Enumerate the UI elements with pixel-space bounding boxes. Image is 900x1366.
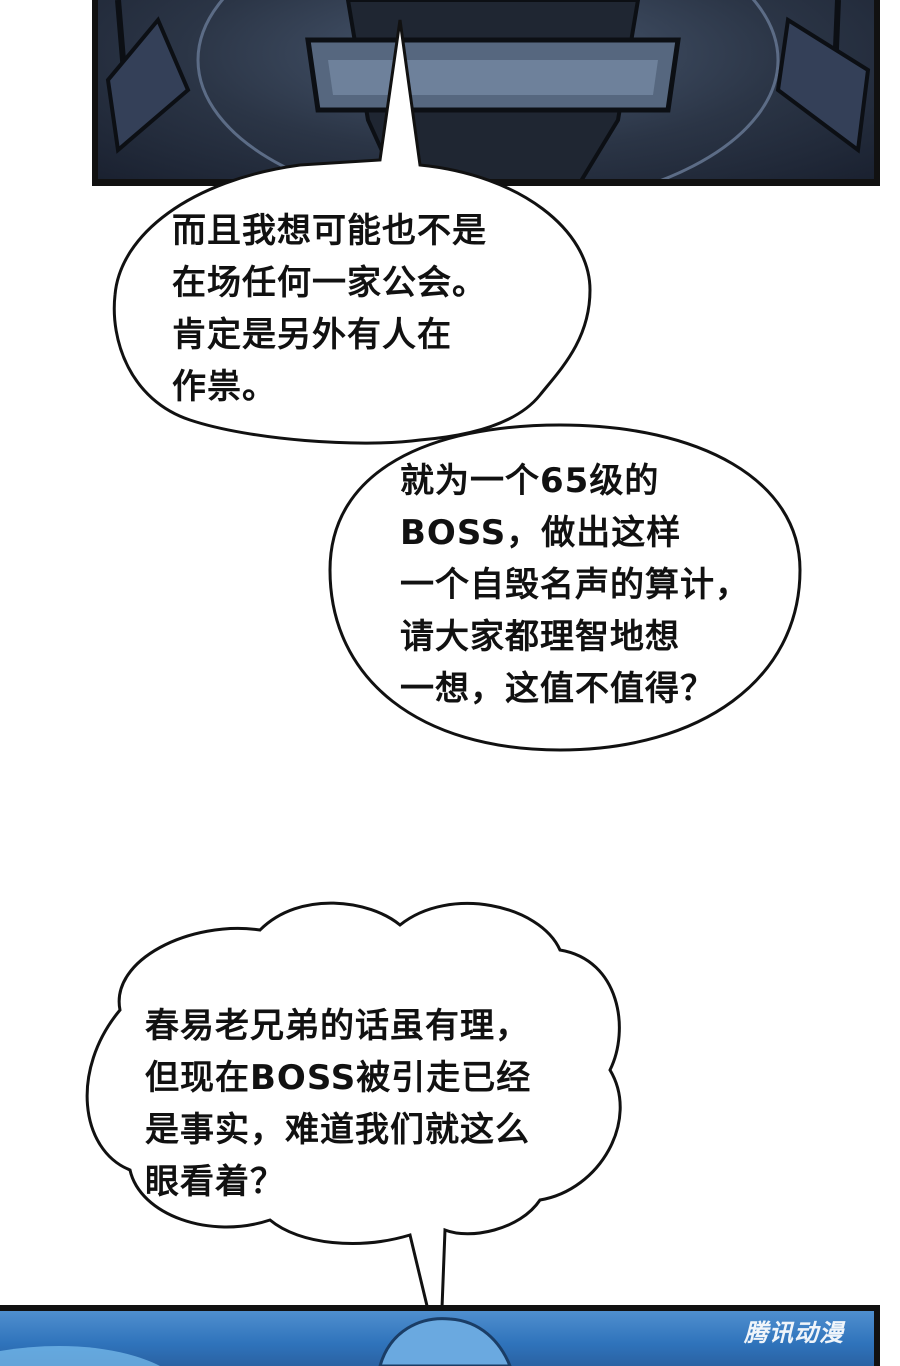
armor-figure-art — [105, 0, 871, 179]
watermark-logo: 腾讯动漫 — [744, 1319, 844, 1347]
bottom-art-panel: 腾讯动漫 — [0, 1305, 880, 1366]
bubble-2-line-3: 一个自毁名声的算计， — [400, 565, 750, 605]
bubble-1-text: 而且我想可能也不是 在场任何一家公会。 肯定是另外有人在 作祟。 — [172, 205, 487, 413]
bubble-2-text: 就为一个65级的 BOSS，做出这样 一个自毁名声的算计， 请大家都理智地想 一… — [400, 455, 750, 715]
bubble-3-line-1: 春易老兄弟的话虽有理， — [145, 1006, 530, 1046]
bubble-3-text: 春易老兄弟的话虽有理， 但现在BOSS被引走已经 是事实，难道我们就这么 眼看着… — [145, 1000, 531, 1208]
bubble-1-line-1: 而且我想可能也不是 — [172, 211, 487, 251]
bubble-1-line-2: 在场任何一家公会。 — [172, 263, 487, 303]
bubble-3-line-4: 眼看着？ — [145, 1162, 285, 1202]
bubble-1-line-3: 肯定是另外有人在 — [172, 315, 452, 355]
bubble-3-line-3: 是事实，难道我们就这么 — [145, 1110, 530, 1150]
speech-bubble-1 — [112, 19, 592, 445]
character-hair-art — [0, 1317, 512, 1366]
bubble-2-line-2: BOSS，做出这样 — [400, 513, 682, 553]
speech-bubble-3 — [85, 901, 622, 1361]
bubble-2-line-4: 请大家都理智地想 — [400, 617, 680, 657]
bubble-2-line-1: 就为一个65级的 — [400, 461, 660, 501]
bubble-1-line-4: 作祟。 — [172, 367, 277, 407]
bubble-3-line-2: 但现在BOSS被引走已经 — [145, 1058, 532, 1098]
top-art-panel — [92, 0, 880, 186]
speech-bubble-2 — [328, 423, 802, 752]
bubble-2-line-5: 一想，这值不值得？ — [400, 669, 715, 709]
